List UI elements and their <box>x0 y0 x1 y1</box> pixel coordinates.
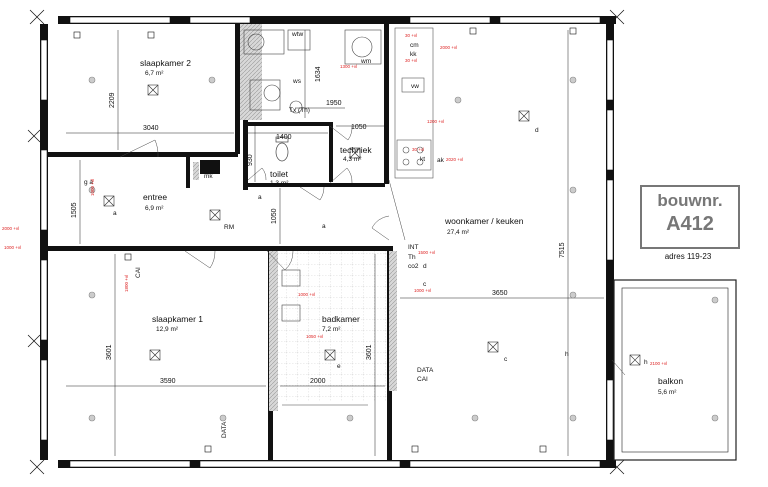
balcony <box>613 279 737 461</box>
room-name-toilet: toilet <box>270 169 289 179</box>
facade-windows <box>40 16 614 468</box>
height-2000-entree: 2000 +vl <box>2 226 19 231</box>
build-number-badge: bouwnr. A412 adres 119-23 <box>640 185 740 267</box>
height-1000-bad: 1000 +vl <box>298 292 315 297</box>
height-1000-c: 1000 +vl <box>414 288 431 293</box>
label-co2: co2 <box>408 263 419 270</box>
height-30-a: 30 +vl <box>405 33 417 38</box>
dim-1050-techniek: 1050 <box>351 124 367 131</box>
balcony-door-swing <box>611 359 626 376</box>
shafts <box>193 24 397 411</box>
label-kk: kk <box>410 51 417 58</box>
label-mk: mk <box>204 173 213 180</box>
laundry-equipment <box>243 29 382 114</box>
dim-3040: 3040 <box>143 125 159 132</box>
room-area-slaapkamer2: 6,7 m² <box>145 70 164 77</box>
room-name-entree: entree <box>143 192 167 202</box>
label-c2: c <box>423 281 427 288</box>
label-kt: kt <box>420 156 425 163</box>
dim-3601-bad: 3601 <box>366 344 373 360</box>
room-area-toilet: 1,3 m² <box>270 180 289 187</box>
height-2100-h: 2100 +vl <box>650 361 667 366</box>
outlets <box>73 27 577 453</box>
room-area-entree: 6,9 m² <box>145 205 164 212</box>
room-area-slaapkamer1: 12,9 m² <box>156 326 179 333</box>
height-1800-cai: 1800 +vl <box>124 275 129 292</box>
label-data-cai-b: CAI <box>417 376 428 383</box>
height-1000-door: 1000 +vl <box>4 245 21 250</box>
badge-line2: A412 <box>666 213 714 235</box>
room-area-techniek: 4,3 m² <box>343 156 362 163</box>
label-data-cai-a: DATA <box>417 367 434 374</box>
height-30-c: 30 +vl <box>412 147 424 152</box>
label-th: Th <box>408 254 416 261</box>
label-cai: CAI <box>135 267 142 278</box>
dim-1505: 1505 <box>71 202 78 218</box>
dim-1400: 1400 <box>276 134 292 141</box>
label-cm: cm <box>410 42 419 49</box>
room-area-balkon: 5,6 m² <box>658 389 677 396</box>
dim-3650: 3650 <box>492 290 508 297</box>
room-name-woonkamer: woonkamer / keuken <box>444 216 524 226</box>
dim-1950: 1950 <box>326 100 342 107</box>
label-e: e <box>337 363 341 370</box>
label-h1: h <box>565 351 569 358</box>
room-name-techniek: techniek <box>340 145 372 155</box>
dim-3601-sk1: 3601 <box>106 344 113 360</box>
height-1000-entree: 1000 +vl <box>90 179 95 196</box>
room-name-slaapkamer2: slaapkamer 2 <box>140 58 191 68</box>
label-data: DATA <box>221 421 228 438</box>
height-1200: 1200 +vl <box>427 119 444 124</box>
corner-markers <box>27 9 625 475</box>
badge-line1: bouwnr. <box>657 191 723 210</box>
bath-fixtures <box>281 269 368 406</box>
room-area-badkamer: 7,2 m² <box>322 326 341 333</box>
label-a1: a <box>113 210 117 217</box>
dim-7515: 7515 <box>559 242 566 258</box>
dimension-lines <box>66 30 604 456</box>
label-wm: wm <box>360 58 371 65</box>
label-tx: Tx (Th) <box>289 107 310 114</box>
label-d2: d <box>423 263 427 270</box>
room-area-woonkamer: 27,4 m² <box>447 229 470 236</box>
badge-box: bouwnr. A412 <box>640 185 740 249</box>
label-ak: ak <box>437 157 445 164</box>
dim-2209: 2209 <box>109 92 116 108</box>
label-a3: a <box>322 223 326 230</box>
badge-address: adres 119-23 <box>664 252 712 261</box>
label-int: INT <box>408 244 419 251</box>
label-h2: h <box>644 359 648 366</box>
label-a2: a <box>258 194 262 201</box>
door-swings <box>119 125 406 271</box>
kitchen-counter <box>394 27 434 179</box>
label-c1: c <box>504 356 508 363</box>
label-rm: RM <box>224 224 234 231</box>
bathroom-floor <box>278 251 387 401</box>
label-d1: d <box>535 127 539 134</box>
dim-930: 930 <box>247 154 254 166</box>
label-vw: vw <box>411 83 419 90</box>
height-1500-int: 1500 +vl <box>418 250 435 255</box>
height-1300: 1300 +vl <box>340 64 357 69</box>
room-name-balkon: balkon <box>658 376 683 386</box>
height-30-b: 30 +vl <box>405 58 417 63</box>
room-name-slaapkamer1: slaapkamer 1 <box>152 314 203 324</box>
light-points <box>103 84 641 366</box>
height-2000-cm: 2000 +vl <box>440 45 457 50</box>
label-ws: ws <box>292 78 302 85</box>
ceiling-points <box>88 76 719 422</box>
dim-2000: 2000 <box>310 378 326 385</box>
toilet-bowl <box>275 136 289 162</box>
dim-3590: 3590 <box>160 378 176 385</box>
height-1050-bad: 1050 +vl <box>306 334 323 339</box>
label-wtw: wtw <box>291 31 304 38</box>
height-2020-ak: 2020 +vl <box>446 157 463 162</box>
room-name-badkamer: badkamer <box>322 314 360 324</box>
label-ga: g a <box>84 179 93 186</box>
dim-1634: 1634 <box>315 66 322 82</box>
dim-1050-hall: 1050 <box>271 208 278 224</box>
